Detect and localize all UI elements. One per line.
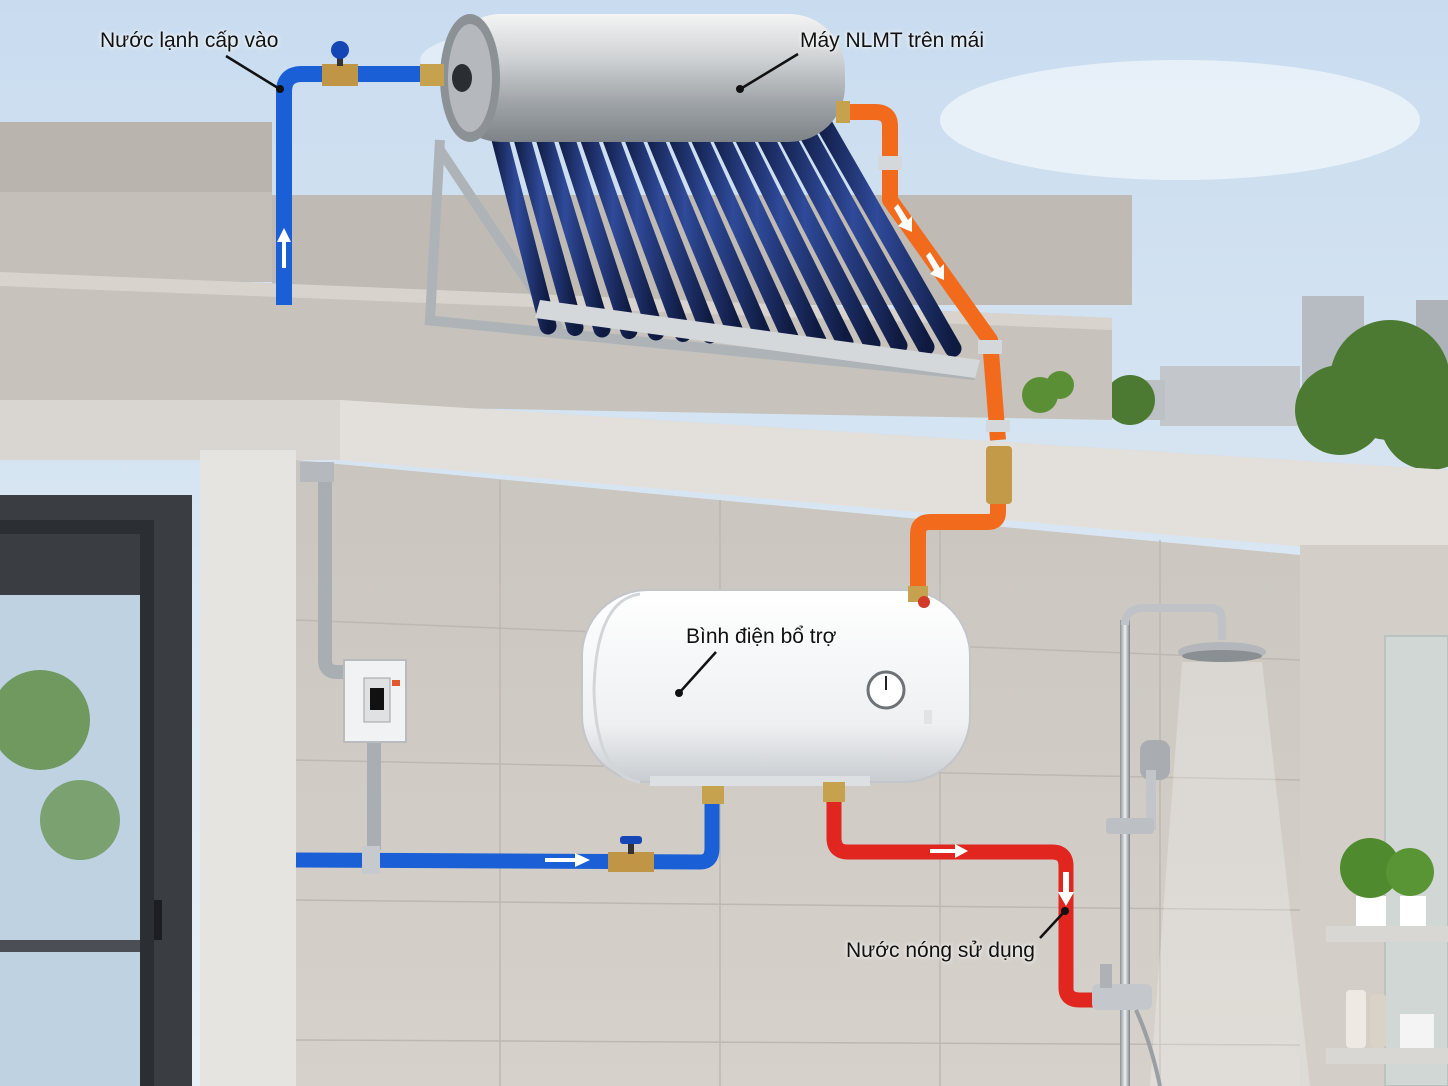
check-valve [986, 446, 1012, 504]
cold-feed-pipe-lower [295, 790, 720, 870]
evacuated-tube [763, 99, 908, 354]
evacuated-tubes [483, 99, 962, 357]
tube-bottom-rail [535, 300, 980, 378]
flow-arrow-icon [277, 228, 291, 268]
evacuated-tube [634, 99, 746, 345]
pipe-clamp [362, 846, 380, 874]
evacuated-tube [526, 99, 611, 338]
breaker-switch-icon [343, 659, 407, 743]
shower-head-icon [1092, 604, 1310, 1086]
pipe-clamp [878, 156, 902, 170]
valve-icon [918, 596, 930, 608]
electric-tank [581, 589, 971, 786]
electrical-conduit [300, 462, 381, 850]
flow-arrow-icon [1058, 872, 1074, 906]
roof-plant [1022, 371, 1074, 413]
valve-icon [322, 41, 444, 86]
solar-storage-tank [440, 14, 845, 142]
evacuated-tube [548, 99, 638, 339]
evacuated-tube [677, 99, 800, 348]
pipe-clamp [978, 340, 1002, 354]
label-electric-tank: Bình điện bổ trợ [686, 625, 837, 648]
wall-column [200, 450, 296, 1086]
leader-dot [1061, 907, 1069, 915]
leader-dot [276, 85, 284, 93]
evacuated-tube [483, 99, 557, 335]
evacuated-tube [698, 99, 827, 350]
evacuated-tube [720, 99, 854, 351]
shelf-with-plants [1326, 838, 1448, 1064]
cloud [940, 60, 1420, 180]
cold-inlet-pipe [276, 66, 440, 305]
window [0, 495, 192, 1086]
flow-arrow-icon [545, 853, 590, 867]
label-cold-inlet: Nước lạnh cấp vào [100, 29, 279, 52]
label-solar-heater: Máy NLMT trên mái [800, 29, 984, 52]
roof-parapet-cap [0, 122, 272, 192]
flow-arrow-icon [930, 844, 968, 858]
flow-arrow-icon [894, 204, 912, 232]
evacuated-tube [784, 99, 935, 356]
brass-fitting [836, 101, 850, 123]
brass-fitting [823, 782, 845, 802]
overhang-edge [340, 400, 1448, 560]
evacuated-tube [612, 99, 719, 344]
evacuated-tube [505, 99, 584, 336]
leader-lines [225, 52, 1065, 939]
solar-hot-pipe [842, 104, 1006, 592]
evacuated-tube [741, 99, 881, 353]
label-hot-water-out: Nước nóng sử dụng [846, 939, 1035, 962]
leader-dot [736, 85, 744, 93]
leader-dot [675, 689, 683, 697]
thermometer-gauge-icon [866, 670, 932, 724]
evacuated-tube [655, 99, 773, 347]
hot-water-pipe [826, 792, 1100, 1008]
flow-arrow-icon [926, 252, 944, 280]
pipe-clamp [986, 420, 1010, 432]
evacuated-tube [591, 99, 692, 342]
evacuated-tube [806, 99, 962, 357]
valve-icon [608, 836, 654, 872]
evacuated-tube [569, 99, 665, 341]
